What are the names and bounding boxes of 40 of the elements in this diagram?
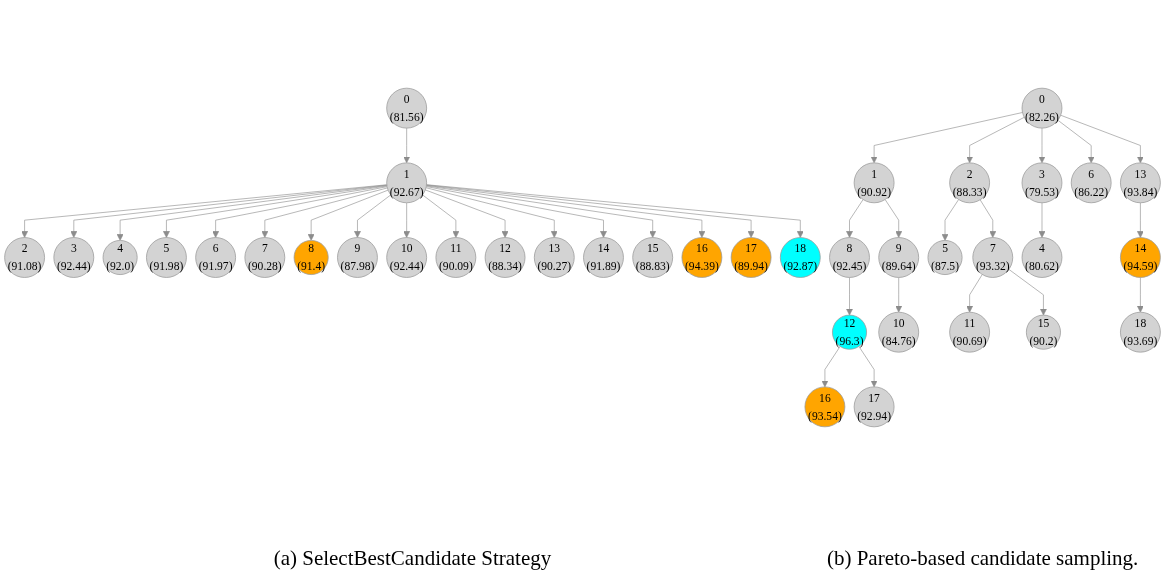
score-circle: 12 (96.3) bbox=[832, 314, 867, 350]
score-circle: 8 (92.45) bbox=[829, 237, 870, 278]
score-circle: 5 (87.5) bbox=[927, 240, 963, 275]
score-circle: 11 (90.69) bbox=[949, 311, 990, 353]
score-circle: 18 (93.69) bbox=[1120, 311, 1161, 353]
score-circle: 3 (79.53) bbox=[1021, 162, 1063, 204]
score-circle: 1 (92.67) bbox=[386, 162, 428, 204]
score-circle: 10 (92.44) bbox=[386, 237, 428, 278]
score-circle: 3 (92.44) bbox=[53, 237, 95, 278]
score-circle: 9 (87.98) bbox=[337, 237, 378, 278]
score-circle: 9 (89.64) bbox=[878, 237, 920, 278]
score-circle: 17 (89.94) bbox=[730, 237, 772, 278]
score-circle: 6 (91.97) bbox=[195, 237, 236, 278]
score-circle: 11 (90.09) bbox=[435, 237, 477, 278]
score-circle: 14 (94.59) bbox=[1120, 237, 1161, 278]
score-circle: 15 (90.2) bbox=[1025, 314, 1061, 350]
score-circle: 13 (90.27) bbox=[533, 237, 575, 278]
score-circle: 14 (91.89) bbox=[583, 237, 624, 278]
score-circle: 1 (90.92) bbox=[853, 162, 895, 204]
score-circle: 17 (92.94) bbox=[853, 386, 895, 428]
subfigure-caption: (b) Pareto-based candidate sampling. bbox=[826, 546, 1139, 571]
score-circle: 8 (91.4) bbox=[293, 240, 329, 275]
score-circle: 7 (93.32) bbox=[972, 237, 1014, 278]
score-circle: 16 (94.39) bbox=[681, 237, 723, 278]
score-circle: 10 (84.76) bbox=[878, 311, 920, 353]
score-circle: 15 (88.83) bbox=[632, 237, 674, 278]
score-circle: 18 (92.87) bbox=[779, 237, 821, 278]
score-circle: 7 (90.28) bbox=[244, 237, 286, 278]
score-circle: 4 (80.62) bbox=[1021, 237, 1063, 278]
score-circle: 0 (82.26) bbox=[1021, 87, 1063, 129]
score-circle: 2 (88.33) bbox=[949, 162, 990, 204]
score-circle: 5 (91.98) bbox=[146, 237, 187, 278]
score-circle: 0 (81.56) bbox=[386, 87, 428, 129]
score-circle: 2 (91.08) bbox=[4, 237, 45, 278]
score-circle: 4 (92.0) bbox=[102, 240, 138, 275]
score-circle: 16 (93.54) bbox=[804, 386, 846, 428]
subfigure-caption: (a) SelectBestCandidate Strategy bbox=[273, 546, 552, 571]
score-circle: 6 (86.22) bbox=[1070, 162, 1112, 204]
score-circle: 13 (93.84) bbox=[1120, 162, 1161, 204]
score-circle: 12 (88.34) bbox=[484, 237, 526, 278]
